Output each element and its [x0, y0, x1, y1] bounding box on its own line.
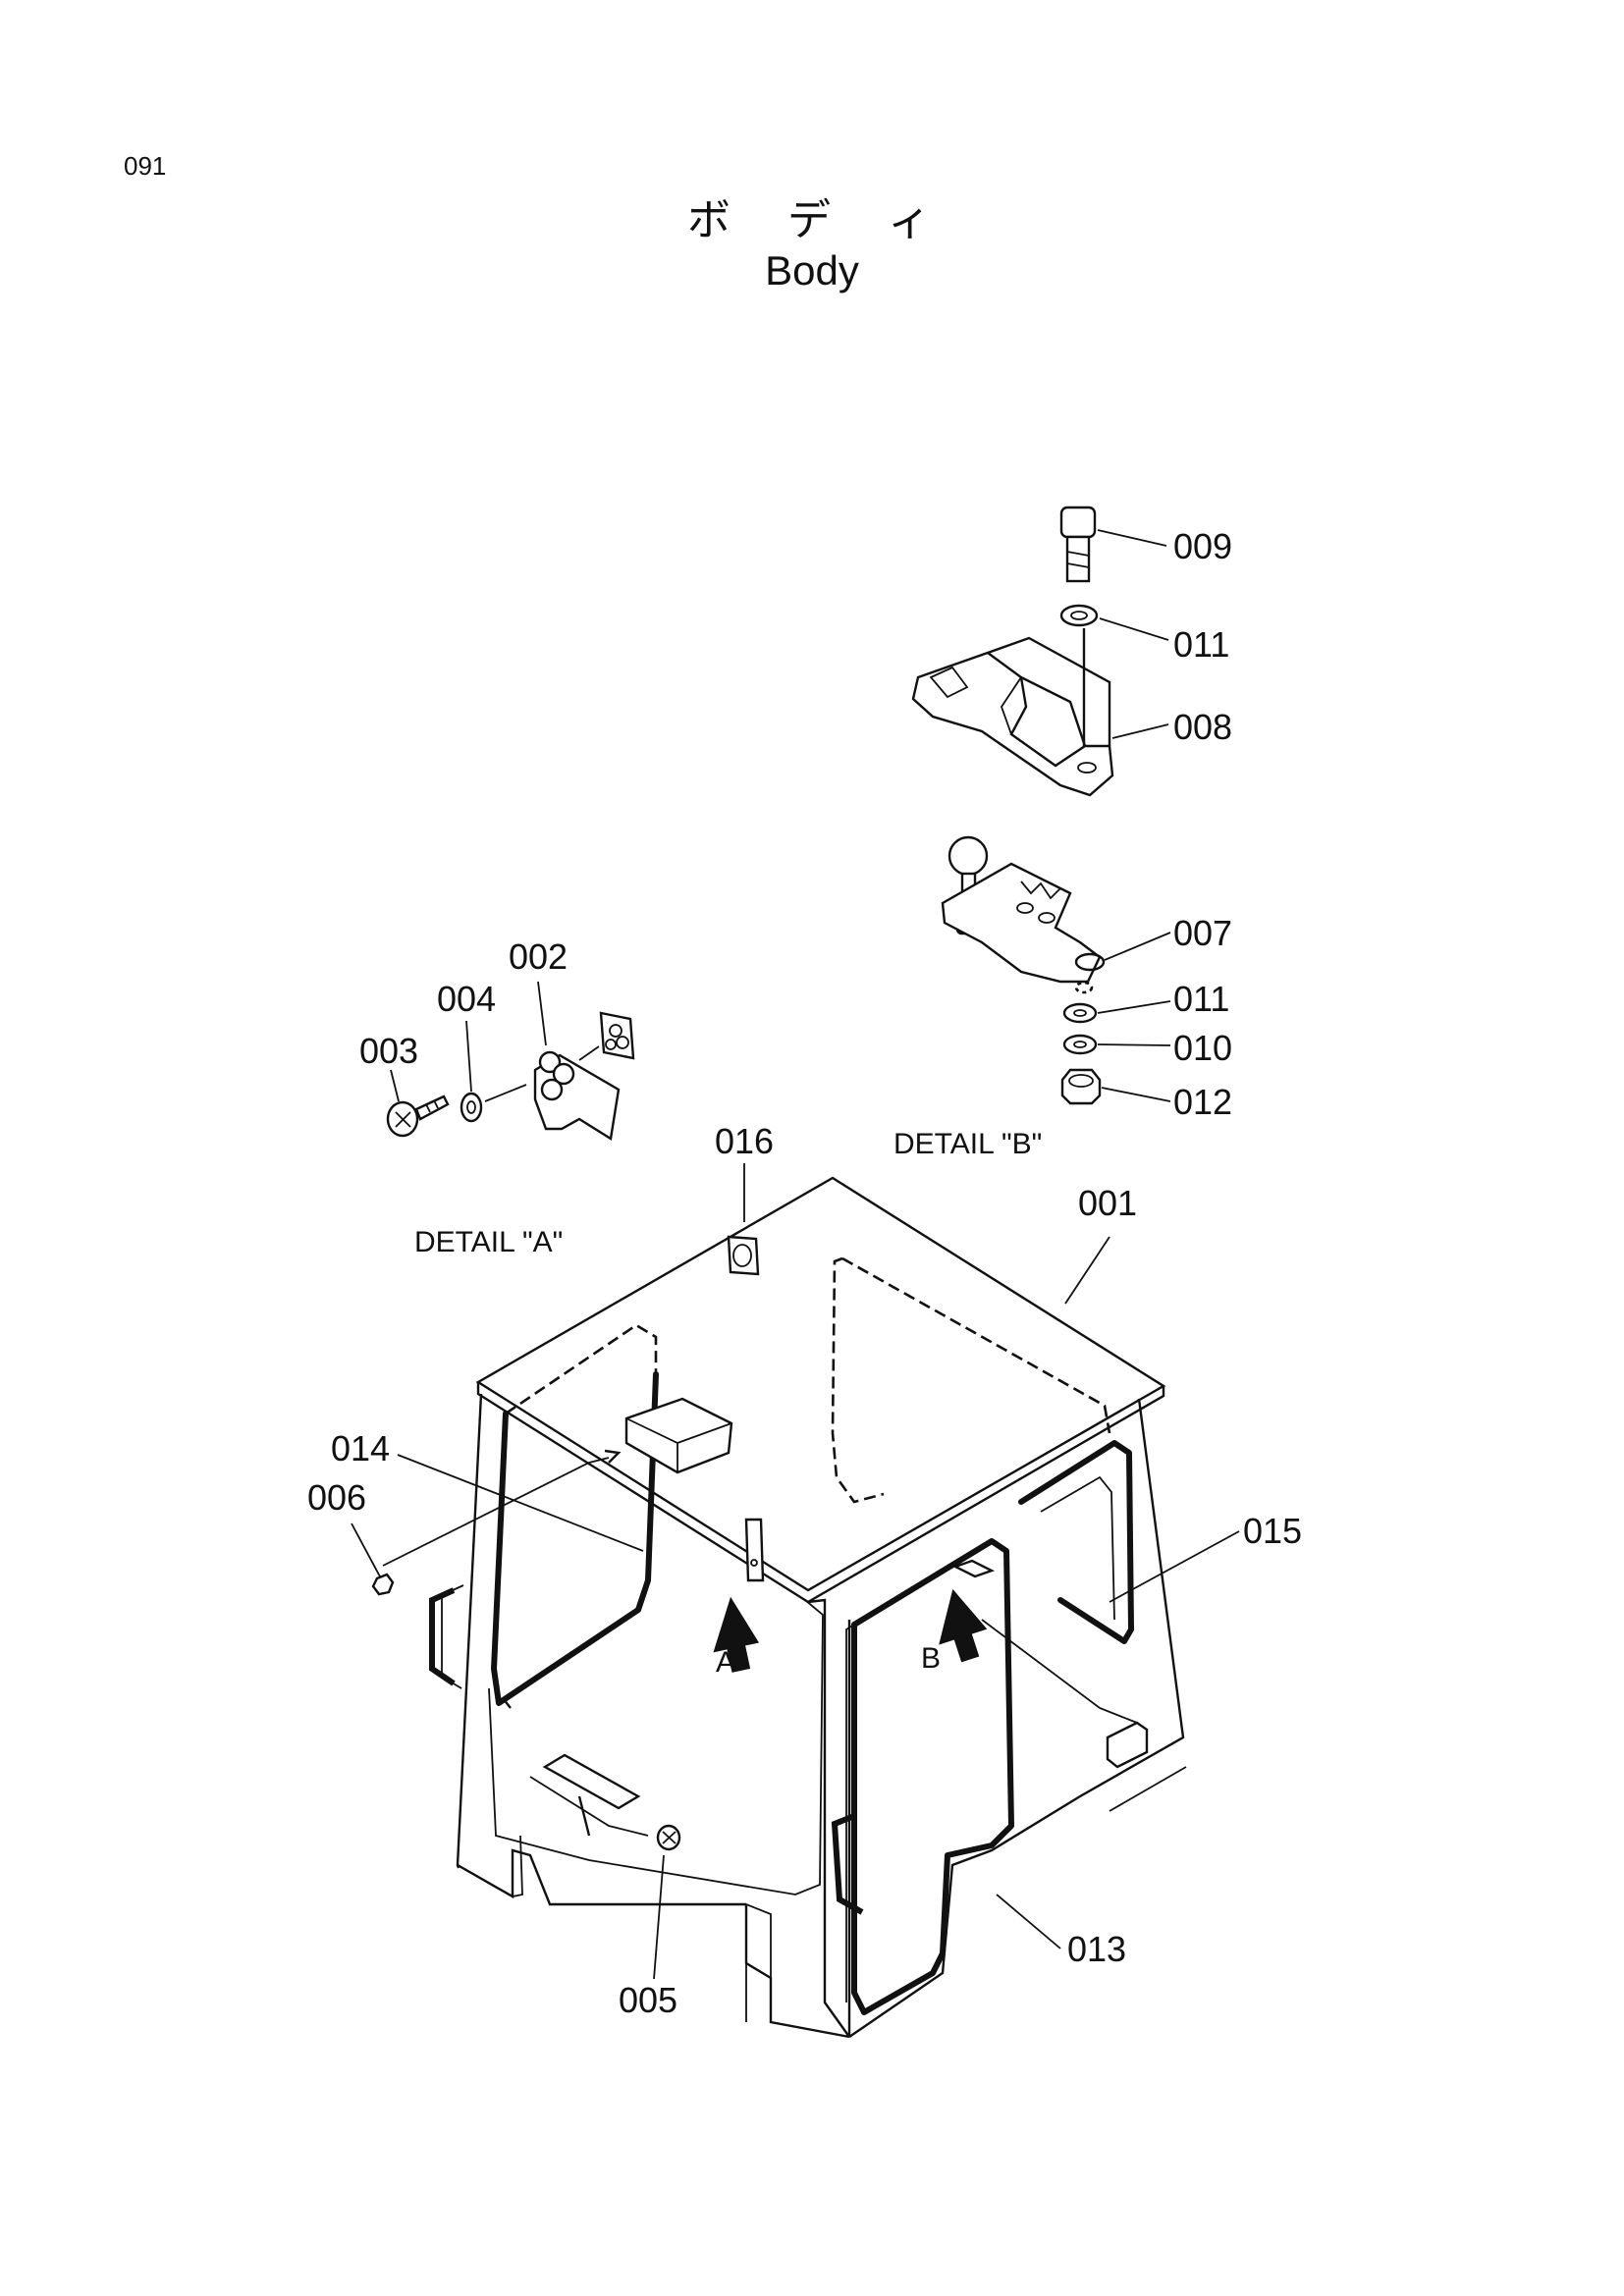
page-number: 091	[124, 151, 167, 181]
detail-a-group	[386, 981, 635, 1141]
arrow-b-letter: B	[921, 1642, 941, 1675]
label-010: 010	[1173, 1028, 1232, 1068]
spring-washer-010	[1062, 1034, 1171, 1055]
label-003: 003	[359, 1031, 418, 1071]
label-007: 007	[1173, 913, 1232, 953]
label-016: 016	[715, 1121, 774, 1161]
label-004: 004	[437, 979, 496, 1019]
detail-a-label: DETAIL "A"	[414, 1226, 563, 1258]
cover-008	[911, 636, 1169, 797]
title-english: Body	[765, 247, 859, 294]
nut-012	[1060, 1068, 1171, 1105]
washer-011-top	[1059, 604, 1169, 641]
part-labels: 009 011 008 007 011 010 012 002 004 003 …	[307, 526, 1302, 2020]
leader-013	[996, 1894, 1061, 1949]
screw-003	[386, 1069, 450, 1138]
label-011-top: 011	[1173, 624, 1229, 665]
leader-014	[397, 1454, 644, 1552]
label-006: 006	[307, 1477, 366, 1518]
cab-body-001	[351, 1163, 1240, 2039]
leader-006	[351, 1522, 382, 1579]
leader-005	[653, 1854, 665, 1980]
bolt-009	[1059, 506, 1167, 583]
bracket-002	[533, 981, 635, 1141]
label-008: 008	[1173, 707, 1232, 747]
washer-004	[460, 1020, 527, 1123]
label-001: 001	[1078, 1183, 1137, 1223]
leader-001	[1064, 1236, 1110, 1305]
label-011-lower: 011	[1173, 979, 1229, 1019]
washer-011-lower	[1062, 1000, 1171, 1024]
leader-015	[1109, 1530, 1240, 1603]
latch-plate-007	[941, 835, 1171, 994]
title-japanese: ボ デ ィ	[687, 195, 952, 245]
label-009: 009	[1173, 526, 1232, 566]
label-012: 012	[1173, 1082, 1232, 1122]
label-005: 005	[619, 1980, 677, 2020]
detail-b-label: DETAIL "B"	[893, 1128, 1042, 1160]
label-013: 013	[1067, 1929, 1126, 1969]
label-002: 002	[509, 936, 568, 977]
arrow-a-letter: A	[716, 1646, 735, 1679]
label-015: 015	[1243, 1511, 1302, 1551]
detail-b-group	[911, 506, 1171, 1105]
label-014: 014	[331, 1428, 390, 1468]
